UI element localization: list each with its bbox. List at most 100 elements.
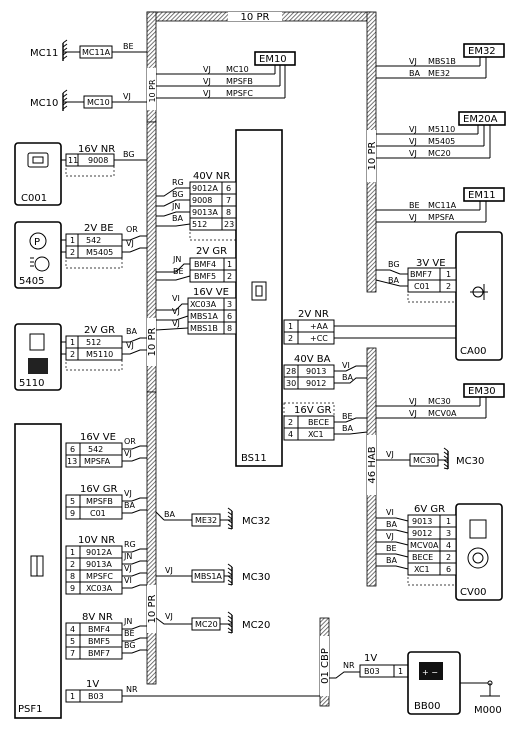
harness-bars: 10 PR 10 PR 10 PR 10 PR 10 PR 46 HAB 01 … xyxy=(146,11,378,707)
bs11-16v-gr: 16V GR 2 BECE 4 XC1 BE BA xyxy=(283,402,368,441)
svg-text:BA: BA xyxy=(386,556,397,565)
svg-text:512: 512 xyxy=(86,338,101,347)
harness-top-label-bg xyxy=(228,12,282,21)
svg-text:1: 1 xyxy=(398,667,403,676)
svg-text:MC20: MC20 xyxy=(195,620,218,629)
svg-text:BE: BE xyxy=(342,412,353,421)
svg-text:BMF5: BMF5 xyxy=(194,272,216,281)
svg-text:MC20: MC20 xyxy=(428,149,451,158)
ca00-component: CA00 3V VE BMF7 1 C01 2 BG BA xyxy=(375,231,503,361)
svg-text:XC1: XC1 xyxy=(308,430,324,439)
svg-text:EM20A: EM20A xyxy=(463,114,498,125)
svg-text:1: 1 xyxy=(446,270,451,279)
svg-text:RG: RG xyxy=(172,178,184,187)
svg-text:B03: B03 xyxy=(88,692,104,701)
em30-splice: EM30 VJ MC30 VJ MCV0A xyxy=(376,383,505,419)
svg-text:3V VE: 3V VE xyxy=(416,258,446,269)
svg-text:BE: BE xyxy=(386,544,397,553)
svg-text:7: 7 xyxy=(226,196,231,205)
chip-icon xyxy=(29,333,45,351)
svg-text:9012A: 9012A xyxy=(192,184,218,193)
svg-text:M000: M000 xyxy=(474,705,502,716)
svg-text:2: 2 xyxy=(446,553,451,562)
svg-text:16V VE: 16V VE xyxy=(80,432,116,443)
harness-top-label: 10 PR xyxy=(241,12,270,23)
svg-text:VJ: VJ xyxy=(124,489,132,498)
wiper-icon xyxy=(34,256,50,272)
svg-text:9: 9 xyxy=(70,509,75,518)
svg-text:5110: 5110 xyxy=(19,378,44,389)
harness-left-mid-label: 10 PR xyxy=(147,328,158,357)
splice-label: EM10 xyxy=(259,54,287,65)
svg-text:BE: BE xyxy=(124,629,135,638)
svg-text:+CC: +CC xyxy=(310,334,328,343)
harness-cbp-label: 01 CBP xyxy=(320,648,331,684)
bs11-module: BS11 xyxy=(235,129,283,467)
svg-text:ME32: ME32 xyxy=(428,69,450,78)
cv00-component: CV00 6V GR 9013 1 9012 3 MCV0A 4 BECE 2 … xyxy=(376,503,503,601)
svg-text:MPSFA: MPSFA xyxy=(428,213,455,222)
svg-text:3: 3 xyxy=(446,529,451,538)
battery-icon xyxy=(419,662,443,680)
harness-right-mid-label: 46 HAB xyxy=(367,446,378,483)
em10-splice: EM10 VJ MC10 VJ MPSFB VJ MPSFC xyxy=(156,51,296,99)
svg-text:VJ: VJ xyxy=(409,137,417,146)
ground-icon xyxy=(443,447,449,470)
svg-text:EM30: EM30 xyxy=(468,386,496,397)
svg-text:BA: BA xyxy=(124,501,135,510)
svg-text:BE: BE xyxy=(173,267,184,276)
svg-text:9013: 9013 xyxy=(412,517,432,526)
svg-text:MBS1B: MBS1B xyxy=(190,324,218,333)
svg-text:11: 11 xyxy=(68,156,78,165)
svg-text:4: 4 xyxy=(446,541,451,550)
c5110-component: 5110 2V GR 1 512 2 M5110 BA VJ xyxy=(14,323,147,391)
svg-text:2: 2 xyxy=(70,248,75,257)
svg-text:542: 542 xyxy=(86,236,101,245)
svg-text:C01: C01 xyxy=(90,509,106,518)
svg-text:16V VE: 16V VE xyxy=(193,287,229,298)
svg-text:1: 1 xyxy=(70,548,75,557)
svg-text:MCV0A: MCV0A xyxy=(410,541,439,550)
svg-text:XC1: XC1 xyxy=(414,565,430,574)
svg-text:CV00: CV00 xyxy=(460,587,487,598)
svg-text:BG: BG xyxy=(124,641,136,650)
harness-right-top-label: 10 PR xyxy=(367,142,378,171)
svg-text:2: 2 xyxy=(446,282,451,291)
svg-text:1V: 1V xyxy=(86,679,99,690)
svg-text:MC20: MC20 xyxy=(242,620,270,631)
svg-text:1V: 1V xyxy=(364,653,377,664)
svg-text:BA: BA xyxy=(342,373,353,382)
svg-text:VI: VI xyxy=(124,576,132,585)
svg-text:VJ: VJ xyxy=(124,449,132,458)
svg-text:542: 542 xyxy=(88,445,103,454)
svg-text:2V BE: 2V BE xyxy=(84,223,114,234)
ground-icon xyxy=(227,563,233,586)
svg-text:5: 5 xyxy=(70,637,75,646)
svg-text:BECE: BECE xyxy=(412,553,433,562)
svg-text:BMF5: BMF5 xyxy=(88,637,110,646)
svg-text:EM32: EM32 xyxy=(468,46,496,57)
svg-text:BMF7: BMF7 xyxy=(410,270,432,279)
svg-text:23: 23 xyxy=(224,220,234,229)
svg-text:MC30: MC30 xyxy=(428,397,451,406)
svg-text:6: 6 xyxy=(70,445,75,454)
svg-text:8: 8 xyxy=(70,572,75,581)
ground-icon xyxy=(62,39,68,62)
ground-icon xyxy=(62,89,68,112)
svg-text:M5110: M5110 xyxy=(86,350,113,359)
svg-text:MBS1B: MBS1B xyxy=(428,57,456,66)
ground-icon xyxy=(227,611,233,634)
svg-text:10V NR: 10V NR xyxy=(78,535,115,546)
mc30-right-ground: VJ MC30 MC30 xyxy=(376,447,484,470)
ground-mc10: MC10 MC10 VJ xyxy=(30,89,147,112)
svg-text:VJ: VJ xyxy=(165,566,173,575)
mc20-ground: VJ MC20 MC20 xyxy=(155,611,270,634)
svg-text:VJ: VJ xyxy=(203,65,211,74)
washer-icon xyxy=(28,358,48,374)
bs11-40v-ba: 40V BA 28 9013 30 9012 VI BA xyxy=(283,354,367,390)
connector-label: MC10 xyxy=(87,98,110,107)
svg-text:7: 7 xyxy=(70,649,75,658)
svg-text:9: 9 xyxy=(70,584,75,593)
svg-text:2: 2 xyxy=(288,418,293,427)
